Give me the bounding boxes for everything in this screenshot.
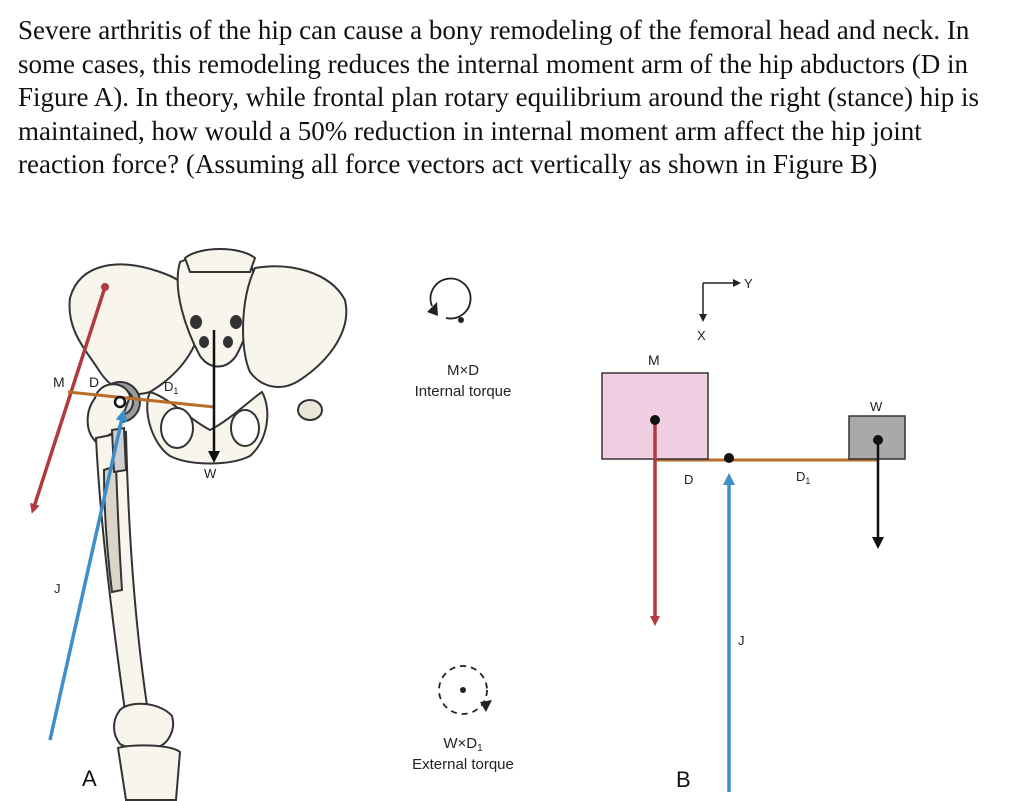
figure-a-muscle-force-arrow [30,286,107,514]
figure-a: M D D1 W J A [30,248,348,801]
axes-indicator: Y X [697,276,753,343]
figure-b-j-label: J [738,633,745,648]
axis-y-label: Y [744,276,753,291]
figure-a-d1-label: D1 [164,379,178,396]
figure-a-d-label: D [89,374,99,390]
figure-b-w-label: W [870,399,883,414]
weight-origin-dot [873,435,883,445]
external-torque-caption: External torque [412,756,514,773]
figure-a-w-label: W [204,466,217,481]
figure-a-label: A [82,766,97,791]
internal-torque-formula: M×D [447,362,479,379]
figure-b-label: B [676,767,691,792]
pelvis-illustration [68,248,348,465]
figure-b-joint-center-dot [724,453,734,463]
internal-torque-rotation-icon [427,277,472,323]
figure-b-m-label: M [648,352,660,368]
muscle-force-origin-dot [650,415,660,425]
external-torque-rotation-icon [438,665,492,715]
internal-torque-group: M×D Internal torque [415,277,512,400]
external-torque-formula: W×D1 [443,735,483,754]
figure-a-m-label: M [53,374,65,390]
question-text: Severe arthritis of the hip can cause a … [18,15,980,179]
figure-a-lever-line [67,390,215,409]
figure-b-d1-label: D1 [796,469,810,486]
figure-a-muscle-origin-dot [101,283,109,291]
figure-a-j-label: J [54,581,61,596]
hip-joint-center-dot [113,395,127,409]
external-torque-group: W×D1 External torque [412,665,514,773]
femur-illustration [86,381,182,801]
figure-a-joint-force-arrow [48,409,128,741]
axis-x-label: X [697,328,706,343]
figure-b: Y X M W D D1 J B [601,276,906,792]
internal-torque-caption: Internal torque [415,383,512,400]
figure-b-d-label: D [684,472,693,487]
